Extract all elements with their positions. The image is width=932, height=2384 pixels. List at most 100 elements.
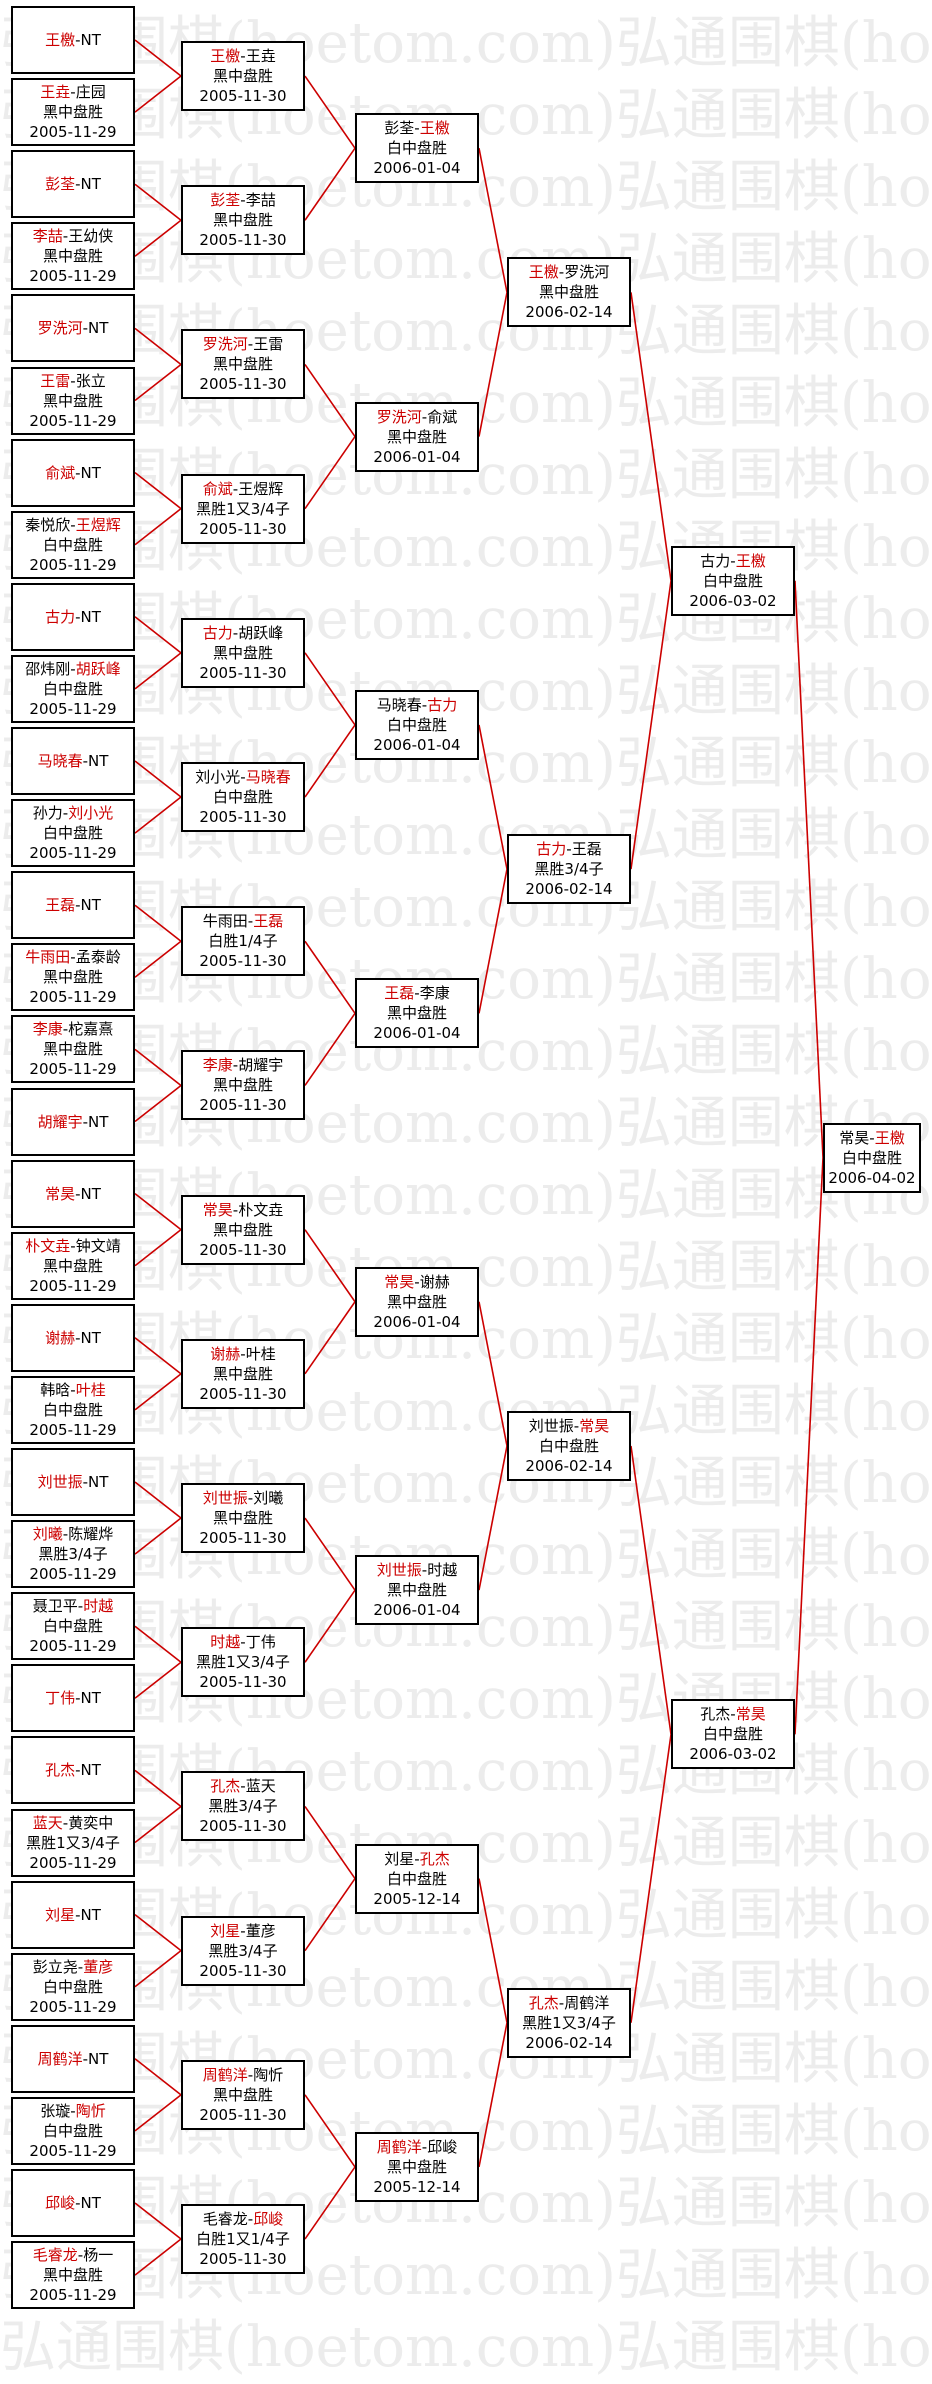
match-players: 孙力-刘小光 [33, 803, 113, 823]
match-box: 邱峻-NT [11, 2169, 135, 2237]
player-separator: - [82, 1473, 89, 1491]
player-black: 牛雨田 [202, 912, 248, 931]
bracket-connector [478, 1445, 508, 1591]
match-result: 白中盘胜 [42, 1400, 103, 1419]
bracket-connector [134, 1769, 182, 1808]
bracket-connector [134, 327, 182, 366]
match-result: 黑胜1又3/4子 [522, 2013, 616, 2032]
player-black: 孔杰 [45, 1761, 76, 1780]
player-black: 秦悦欣 [25, 515, 71, 534]
match-result: 黑胜1又3/4子 [26, 1833, 120, 1852]
match-result: 白中盘胜 [42, 824, 103, 843]
match-players: 刘世振-常昊 [529, 1416, 609, 1436]
player-white: 王檄 [874, 1128, 905, 1147]
match-result: 黑中盘胜 [42, 103, 103, 122]
match-players: 李喆-王幼侠 [33, 226, 113, 246]
bracket-connector [478, 724, 508, 870]
match-result: 黑胜3/4子 [208, 1797, 278, 1816]
bracket-connector [478, 292, 508, 437]
bracket-connector [304, 940, 356, 1014]
player-white: NT [80, 1184, 101, 1203]
player-white: 董彦 [245, 1921, 276, 1940]
player-black: 马晓春 [37, 752, 83, 770]
bracket-connector [478, 1301, 508, 1447]
player-black: 古力 [536, 840, 567, 859]
player-separator: - [869, 1128, 875, 1147]
bracket-connector [304, 2094, 356, 2168]
player-separator: - [82, 1112, 89, 1131]
player-black: 刘曦 [32, 1525, 63, 1544]
bracket-connector [134, 1517, 182, 1555]
bracket-connector [304, 75, 356, 149]
player-white: 常昊 [735, 1705, 766, 1724]
bracket-connector [134, 508, 182, 546]
match-result: 白中盘胜 [386, 139, 447, 158]
player-black: 周鹤洋 [37, 2049, 83, 2068]
player-separator: - [573, 1416, 580, 1435]
player-separator: - [70, 83, 76, 102]
player-black: 古力 [202, 623, 233, 642]
match-box: 彭荃-NT [11, 150, 135, 219]
match-players: 张璇-陶忻 [40, 2101, 105, 2121]
match-result: 白中盘胜 [42, 1977, 103, 1996]
match-result: 黑中盘胜 [212, 67, 273, 86]
player-separator: - [82, 2049, 89, 2068]
match-date: 2006-01-04 [373, 159, 461, 178]
match-result: 黑中盘胜 [42, 1256, 103, 1275]
match-players: 毛睿龙-杨一 [33, 2245, 113, 2265]
match-result: 白中盘胜 [386, 1869, 447, 1888]
match-date: 2005-11-30 [199, 1240, 287, 1259]
bracket-connector [134, 1192, 182, 1231]
match-result: 白胜1又1/4子 [196, 2230, 290, 2249]
match-result: 黑中盘胜 [42, 391, 103, 410]
bracket-connector [134, 1950, 182, 1988]
bracket-connector [134, 940, 182, 978]
player-separator: - [421, 407, 428, 426]
player-white: NT [80, 31, 101, 49]
player-white: 李康 [419, 984, 450, 1003]
bracket-connector [134, 363, 182, 402]
match-result: 白中盘胜 [538, 1436, 599, 1455]
player-black: 张璇 [40, 2101, 71, 2120]
match-box: 常昊-NT [11, 1159, 135, 1228]
player-separator: - [75, 1761, 81, 1780]
player-white: 陈耀烨 [68, 1525, 114, 1544]
match-players: 罗洗河-王雷 [203, 334, 283, 354]
match-players: 王檄-罗洗河 [529, 262, 609, 282]
match-date: 2005-11-29 [29, 1853, 117, 1872]
match-players: 古力-胡跃峰 [203, 623, 283, 643]
player-separator: - [232, 1200, 239, 1219]
match-date: 2005-11-29 [29, 1637, 117, 1656]
player-separator: - [75, 896, 81, 915]
player-white: 罗洗河 [564, 263, 610, 282]
match-date: 2005-11-29 [29, 844, 117, 863]
player-white: NT [88, 752, 109, 770]
match-date: 2006-01-04 [373, 1312, 461, 1331]
match-date: 2006-02-14 [525, 303, 613, 322]
match-box: 周鹤洋-NT [11, 2024, 135, 2093]
player-separator: - [70, 1380, 76, 1399]
match-date: 2005-12-14 [373, 2177, 461, 2196]
match-players: 孔杰-蓝天 [210, 1776, 275, 1796]
bracket-connector [134, 1625, 182, 1663]
match-date: 2006-02-14 [525, 880, 613, 899]
player-black: 刘星 [384, 1849, 415, 1868]
match-result: 白中盘胜 [386, 715, 447, 734]
player-separator: - [240, 1921, 246, 1940]
match-players: 毛睿龙-邱峻 [203, 2209, 283, 2229]
match-date: 2005-11-29 [29, 1565, 117, 1584]
match-players: 周鹤洋-邱峻 [377, 2137, 457, 2157]
bracket-stage: 弘通围棋(hoetom.com)弘通围棋(hoetom.com)弘通围棋(hoe… [0, 6, 932, 2380]
player-black: 胡耀宇 [37, 1112, 83, 1131]
match-result: 黑中盘胜 [42, 1040, 103, 1059]
